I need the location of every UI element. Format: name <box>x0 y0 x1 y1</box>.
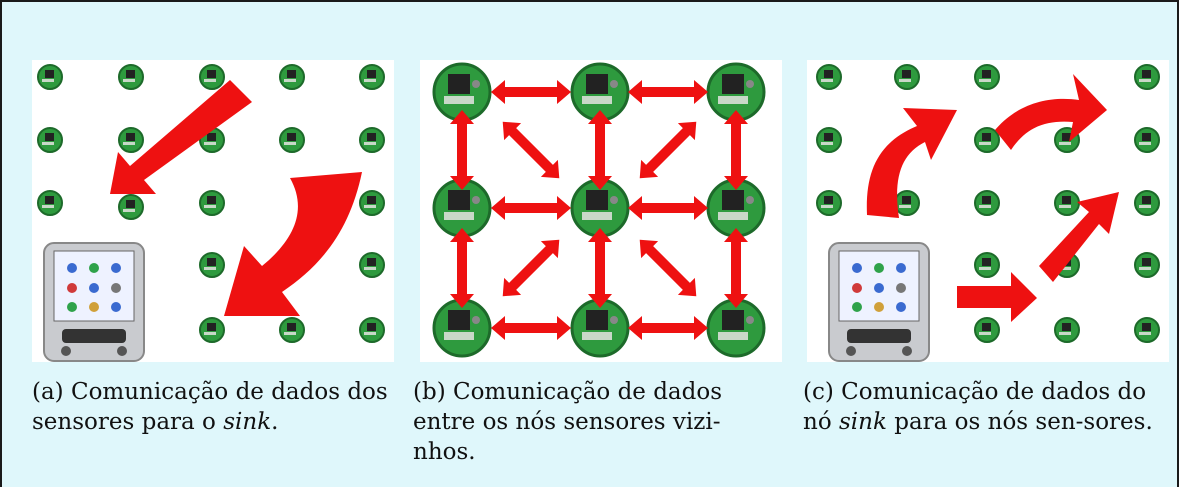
sensor-node-icon <box>1134 127 1160 153</box>
arrow-icon <box>494 113 568 187</box>
sensor-node-icon <box>118 127 144 153</box>
sensor-node-icon <box>199 252 225 278</box>
sensor-node-icon <box>118 64 144 90</box>
arrow-icon <box>491 80 571 104</box>
arrow-icon <box>724 110 748 190</box>
caption-a-end: . <box>271 409 279 435</box>
sensor-node-icon <box>359 317 385 343</box>
sensor-node-icon <box>1134 190 1160 216</box>
caption-c-end: para os nós sen-sores. <box>886 409 1153 435</box>
arrow-icon <box>494 231 568 305</box>
arrow-icon <box>631 231 705 305</box>
panel-b-svg <box>432 62 766 358</box>
pda-sink-icon <box>828 242 930 362</box>
arrow-icon <box>110 80 252 194</box>
sensor-node-icon <box>199 317 225 343</box>
sensor-node-icon <box>570 298 630 358</box>
arrow-icon <box>724 228 748 308</box>
sensor-node-icon <box>974 252 1000 278</box>
arrow-icon <box>224 172 362 316</box>
arrow-icon <box>628 316 708 340</box>
caption-b: (b) Comunicação de dados entre os nós se… <box>413 377 783 467</box>
caption-b-label: (b) <box>413 379 446 405</box>
arrow-icon <box>995 74 1107 150</box>
sensor-node-icon <box>1134 64 1160 90</box>
sensor-node-icon <box>706 298 766 358</box>
sensor-node-icon <box>894 190 920 216</box>
sensor-node-icon <box>37 127 63 153</box>
sensor-node-icon <box>974 127 1000 153</box>
pda-sink-icon <box>43 242 145 362</box>
sensor-node-icon <box>199 64 225 90</box>
caption-a-label: (a) <box>32 379 64 405</box>
sensor-node-icon <box>974 317 1000 343</box>
arrow-icon <box>1039 192 1119 282</box>
panel-c-svg <box>816 64 1160 362</box>
arrow-icon <box>628 196 708 220</box>
sensor-node-icon <box>359 64 385 90</box>
sensor-node-icon <box>199 190 225 216</box>
caption-a: (a) Comunicação de dados dos sensores pa… <box>32 377 402 437</box>
panel-a-svg <box>37 64 385 362</box>
caption-c-text: Comunicação de dados do nó <box>803 379 1147 435</box>
sensor-node-icon <box>816 127 842 153</box>
arrow-icon <box>491 316 571 340</box>
sensor-node-icon <box>359 190 385 216</box>
arrow-icon <box>631 113 705 187</box>
sensor-node-icon <box>1134 317 1160 343</box>
arrow-icon <box>866 108 957 218</box>
sensor-node-grid-b <box>432 62 766 358</box>
sensor-node-icon <box>1054 190 1080 216</box>
sensor-node-icon <box>37 64 63 90</box>
sensor-node-icon <box>816 64 842 90</box>
panel-b-diagram <box>420 60 782 362</box>
caption-a-text: Comunicação de dados dos sensores para o <box>32 379 388 435</box>
arrow-icon <box>450 228 474 308</box>
arrow-icon <box>491 196 571 220</box>
sensor-node-icon <box>432 298 492 358</box>
arrow-icon <box>957 272 1037 322</box>
sensor-node-icon <box>1054 317 1080 343</box>
caption-c-emphasis: sink <box>838 409 887 435</box>
arrow-icon <box>588 110 612 190</box>
sensor-node-icon <box>974 64 1000 90</box>
sensor-node-icon <box>359 127 385 153</box>
sensor-node-icon <box>279 317 305 343</box>
sensor-node-icon <box>279 127 305 153</box>
panel-a-diagram <box>32 60 394 362</box>
arrow-icon <box>588 228 612 308</box>
caption-a-emphasis: sink <box>223 409 272 435</box>
arrow-icon <box>628 80 708 104</box>
arrow-icon <box>450 110 474 190</box>
caption-b-text: Comunicação de dados entre os nós sensor… <box>413 379 723 465</box>
sensor-node-icon <box>894 64 920 90</box>
sensor-node-icon <box>974 190 1000 216</box>
caption-c-label: (c) <box>803 379 834 405</box>
sensor-node-icon <box>118 194 144 220</box>
sensor-node-icon <box>37 190 63 216</box>
sensor-node-icon <box>816 190 842 216</box>
caption-c: (c) Comunicação de dados do nó sink para… <box>803 377 1173 437</box>
panel-c-diagram <box>807 60 1169 362</box>
sensor-node-icon <box>359 252 385 278</box>
sensor-node-icon <box>279 64 305 90</box>
sensor-node-icon <box>1134 252 1160 278</box>
